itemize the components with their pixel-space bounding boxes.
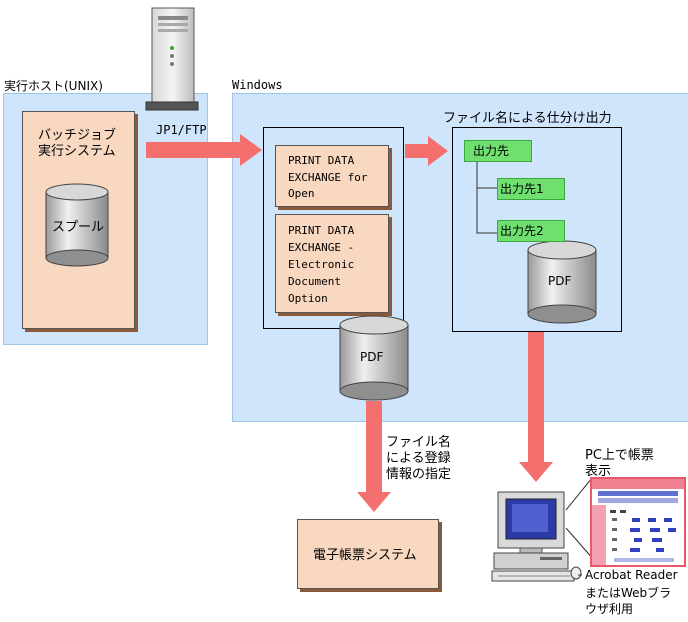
pde-edo-box: [275, 214, 389, 313]
edoc-system-box: [297, 519, 439, 589]
pc-arrow: [519, 332, 553, 482]
pde-edo-line1: PRINT DATA: [288, 224, 355, 237]
dest-1-box: 出力先1: [497, 178, 565, 200]
spool-cylinder: [45, 183, 109, 267]
screen-callout-line: [565, 527, 595, 561]
sort-output-title: ファイル名による仕分け出力: [443, 111, 612, 126]
tree-lines: [476, 162, 499, 234]
viewer-line3: ウザ利用: [585, 602, 634, 616]
transfer-label: JP1/FTP: [156, 123, 207, 137]
viewer-line1: Acrobat Reader: [585, 568, 678, 582]
windows-label: Windows: [232, 78, 283, 92]
pde-open-box: [275, 145, 389, 207]
pde-edo-line3: Electronic: [288, 258, 355, 271]
report-screen-icon: [590, 477, 686, 567]
dest-root-label: 出力先: [473, 144, 510, 158]
transfer-arrow: [146, 134, 262, 166]
server-icon: [145, 7, 199, 111]
dest-2-box: 出力先2: [497, 220, 565, 242]
center-pdf-cylinder: [339, 315, 409, 401]
center-pdf-label: PDF: [360, 350, 384, 364]
unix-host-label: 実行ホスト(UNIX): [4, 79, 103, 93]
registration-line3: 情報の指定: [386, 467, 452, 482]
registration-line2: による登録: [386, 451, 451, 466]
edoc-system-label: 電子帳票システム: [313, 548, 417, 563]
pc-icon: [491, 491, 582, 582]
pc-view-line1: PC上で帳票: [585, 448, 654, 463]
pc-view-callout-line: [565, 477, 593, 511]
viewer-line2: またはWebブラ: [585, 586, 672, 600]
sort-pdf-label: PDF: [548, 274, 572, 288]
registration-arrow: [357, 401, 391, 512]
pde-edo-line4: Document: [288, 275, 341, 288]
pde-open-line3: Open: [288, 187, 315, 200]
batch-job-label-1: バッチジョブ: [38, 128, 117, 143]
pde-open-line1: PRINT DATA: [288, 154, 355, 167]
spool-label: スプール: [52, 220, 105, 235]
sort-arrow: [405, 136, 448, 166]
batch-job-label-2: 実行システム: [38, 144, 116, 159]
pde-open-line2: EXCHANGE for: [288, 171, 368, 184]
registration-line1: ファイル名: [386, 435, 452, 450]
pde-edo-line5: Option: [288, 292, 328, 305]
dest-root-box: 出力先: [464, 140, 532, 162]
pde-edo-line2: EXCHANGE -: [288, 241, 355, 254]
dest-2-label: 出力先2: [500, 224, 544, 238]
dest-1-label: 出力先1: [500, 182, 544, 196]
pc-view-line2: 表示: [585, 464, 612, 479]
